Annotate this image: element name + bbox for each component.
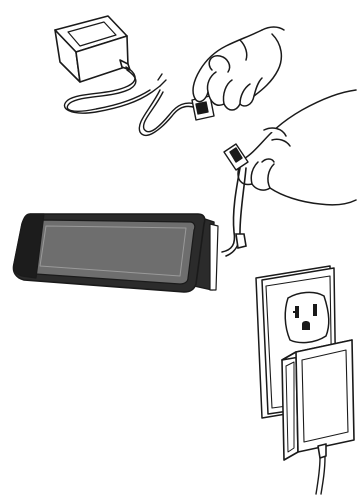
ac-adapter-icon — [55, 16, 130, 82]
battery-pack-icon — [13, 214, 218, 292]
ac-adapter-icon — [282, 340, 354, 460]
adapter-cord — [316, 457, 325, 494]
charger-lead — [139, 90, 196, 135]
hand-icon — [238, 90, 356, 205]
